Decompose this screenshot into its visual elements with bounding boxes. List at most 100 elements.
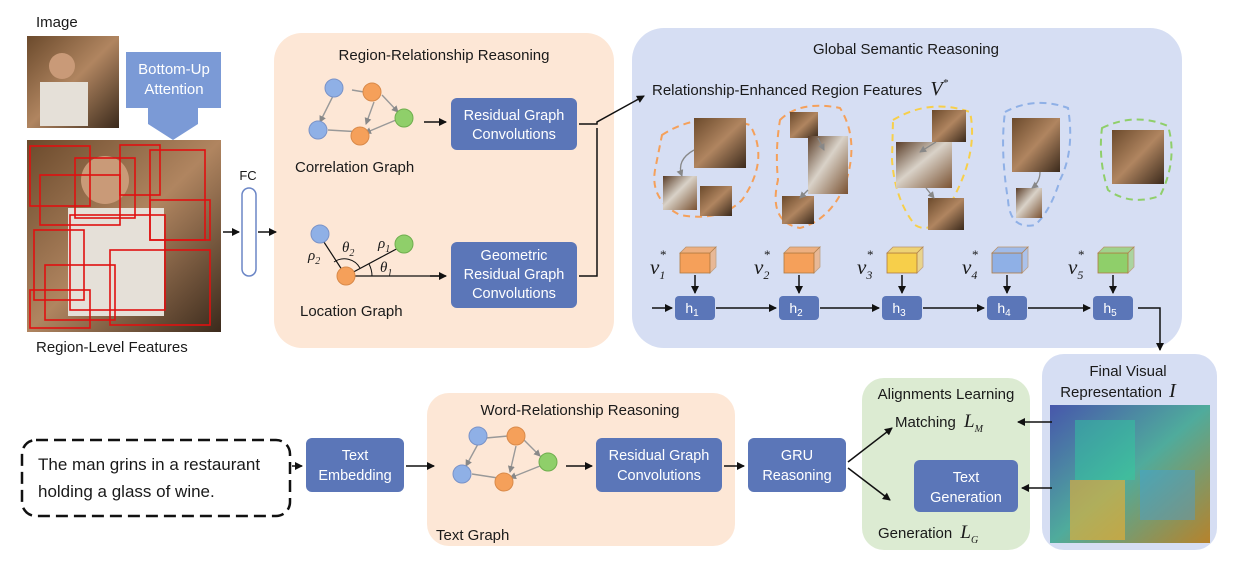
feature-symbol-4: v [962,255,972,279]
word-residual-gcn-line1: Residual Graph [609,448,710,464]
svg-text:θ2: θ2 [342,240,354,259]
svg-text:v1*: v1 * [650,247,666,282]
text-generation-line1: Text [953,470,980,486]
location-graph-label: Location Graph [300,303,403,320]
geometric-gcn-line1: Geometric [481,248,548,264]
gru-cell-label-4: h [997,300,1005,316]
gru-cell-label-3: h [892,300,900,316]
text-graph-label: Text Graph [436,527,509,544]
rho1-sub: 1 [385,244,390,255]
svg-text:Representation I: Representation I [1060,380,1177,402]
caption-line1: The man grins in a restaurant [38,455,260,474]
region-features-label: Region-Level Features [36,339,188,356]
correlation-graph-label: Correlation Graph [295,159,414,176]
text-embedding-line2: Embedding [318,468,391,484]
svg-text:h5: h5 [1103,300,1117,319]
svg-text:h3: h3 [892,300,906,319]
feature-sup-3: * [866,247,873,262]
bottom-up-line2: Attention [144,81,203,98]
feature-cube-3 [886,246,924,274]
svg-text:ρ2: ρ2 [307,248,320,267]
feature-cube-2 [783,246,821,274]
feature-symbol-1: v [650,255,660,279]
gru-cell-sub-2: 2 [797,308,803,319]
gru-cell-sub-4: 4 [1005,308,1011,319]
region-panel-title: Region-Relationship Reasoning [339,47,550,64]
feature-sup-1: * [659,247,666,262]
gru-cell-label-5: h [1103,300,1111,316]
residual-gcn-line2: Convolutions [472,127,556,143]
attention-heatmap [1050,405,1210,543]
gru-cell-5 [1093,296,1133,320]
word-panel [427,393,735,546]
feature-3: v3*h3 [857,246,985,320]
arrow-grgc-to-global [579,128,598,277]
gru-cell-4 [987,296,1027,320]
global-panel-title: Global Semantic Reasoning [813,41,999,58]
svg-text:Generation LG: Generation LG [878,522,978,546]
gru-cell-2 [779,296,819,320]
fc-label: FC [239,168,256,183]
generation-symbol: L [959,522,971,543]
geometric-gcn-line3: Convolutions [472,286,556,302]
theta1-sub: 1 [387,268,392,279]
arrow-gru-to-matching [847,427,893,463]
bottom-up-attention-arrow: Bottom-Up Attention [126,52,221,140]
gru-cell-sub-5: 5 [1111,308,1117,319]
enhanced-features-label: Relationship-Enhanced Region Features [652,82,922,99]
text-embedding-box [306,438,404,492]
matching-sub: M [974,424,984,435]
geometric-gcn-box [451,242,577,308]
residual-gcn-box [451,98,577,150]
svg-text:h2: h2 [789,300,803,319]
final-visual-line2: Representation [1060,384,1162,401]
feature-cube-5 [1097,246,1135,274]
matching-label: Matching [895,414,956,431]
gru-cell-sub-3: 3 [900,308,906,319]
matching-symbol: L [963,411,975,432]
feature-2: v2*h2 [754,246,880,320]
region-cluster-5 [1099,118,1173,201]
input-image [27,36,119,128]
feature-symbol-3: v [857,255,867,279]
feature-sub-1: 1 [659,268,665,282]
feature-symbol-5: v [1068,255,1078,279]
gru-cell-3 [882,296,922,320]
caption-line2: holding a glass of wine. [38,482,215,501]
generation-sub: G [971,535,978,546]
text-generation-box [914,460,1018,512]
feature-sup-5: * [1077,247,1084,262]
gru-cell-label-1: h [685,300,693,316]
feature-sup-2: * [763,247,770,262]
enhanced-symbol: V [930,78,945,100]
theta2-sub: 2 [349,248,354,259]
feature-cube-1 [679,246,717,274]
word-residual-gcn-line2: Convolutions [617,468,701,484]
rho2-sub: 2 [315,256,320,267]
location-graph: ρ2 θ2 ρ1 θ1 [307,224,440,286]
arrow-gru-to-generation [847,467,891,501]
region-features-image [27,140,221,332]
region-cluster-2 [774,104,853,230]
svg-text:Matching LM: Matching LM [895,411,984,435]
residual-gcn-line1: Residual Graph [464,108,565,124]
gru-line2: Reasoning [762,468,831,484]
svg-text:v2*: v2 * [754,247,770,282]
final-visual-symbol: I [1168,380,1177,402]
theta2-symbol: θ [342,240,350,256]
feature-symbol-2: v [754,255,764,279]
feature-sup-4: * [971,247,978,262]
enhanced-sup: * [943,77,949,89]
final-visual-line1: Final Visual [1089,363,1166,380]
gru-cell-1 [675,296,715,320]
svg-text:v3*: v3* [857,247,873,282]
region-cluster-1 [653,118,760,218]
svg-text:h1: h1 [685,300,699,319]
gru-line1: GRU [781,448,813,464]
region-cluster-4 [1002,101,1072,227]
feature-sub-2: 2 [763,268,769,282]
gru-cell-sub-1: 1 [693,308,699,319]
bottom-up-line1: Bottom-Up [138,61,210,78]
